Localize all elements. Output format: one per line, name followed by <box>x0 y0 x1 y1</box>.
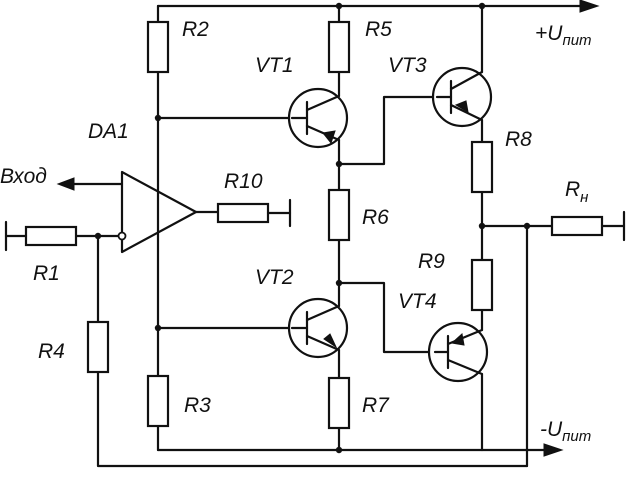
negative-rail-arrow-icon <box>543 443 564 457</box>
emitter-arrow-icon <box>450 333 465 346</box>
feedback-bottom-wire <box>96 370 529 468</box>
junction-dot <box>335 2 343 10</box>
left-arrow-icon <box>56 177 75 191</box>
resistor-rn <box>550 215 604 237</box>
positive-supply-rail <box>156 0 600 13</box>
label-vminus: -Uпит <box>540 418 591 445</box>
label-r9: R9 <box>418 250 445 273</box>
label-rn-sub: н <box>580 189 588 206</box>
label-vt4: VT4 <box>398 290 437 313</box>
label-da1: DA1 <box>88 120 129 143</box>
label-r4: R4 <box>38 340 65 363</box>
resistor-r4 <box>86 320 110 374</box>
resistor-r6 <box>327 188 351 242</box>
transistor-vt4 <box>427 321 489 383</box>
resistor-r3 <box>146 374 170 428</box>
label-r1: R1 <box>33 262 60 285</box>
label-r6: R6 <box>362 206 389 229</box>
transistor-vt2 <box>287 297 349 359</box>
vt3-drive-wire <box>337 95 439 166</box>
label-vminus-prefix: -U <box>540 418 563 441</box>
label-r5: R5 <box>365 18 392 41</box>
positive-rail-arrow-icon <box>579 0 600 13</box>
resistor-r2 <box>146 20 170 74</box>
resistor-r1 <box>24 225 78 247</box>
resistor-r10 <box>216 202 270 224</box>
junction-dot <box>154 114 162 122</box>
label-vt1: VT1 <box>255 54 294 77</box>
label-r8: R8 <box>505 128 532 151</box>
label-rn: Rн <box>565 178 588 206</box>
label-vplus: +Uпит <box>535 22 592 49</box>
label-vplus-sub: пит <box>562 32 591 49</box>
junction-dot <box>335 446 343 454</box>
resistor-r7 <box>327 376 351 430</box>
label-r10: R10 <box>224 170 263 193</box>
vt4-drive-wire <box>337 281 437 354</box>
negative-supply-rail <box>156 443 564 457</box>
junction-dot <box>478 2 486 10</box>
transistor-vt1 <box>287 87 349 149</box>
junction-dot <box>154 324 162 332</box>
resistor-r5 <box>327 20 351 74</box>
label-rn-main: R <box>565 178 580 201</box>
emitter-arrow-icon <box>454 100 469 113</box>
label-r2: R2 <box>182 18 209 41</box>
label-r7: R7 <box>362 394 390 417</box>
emitter-arrow-icon <box>322 130 336 145</box>
label-vt3: VT3 <box>388 54 427 77</box>
label-r3: R3 <box>184 394 211 417</box>
resistor-r8 <box>470 140 494 194</box>
emitter-arrow-icon <box>323 333 338 349</box>
transistor-vt3 <box>431 66 493 128</box>
label-vplus-prefix: +U <box>535 22 563 45</box>
label-vt2: VT2 <box>255 266 294 289</box>
resistor-r9 <box>470 258 494 312</box>
label-output: Вход <box>0 165 47 188</box>
opamp-da1 <box>120 170 198 254</box>
inverting-input-icon <box>117 231 127 241</box>
label-vminus-sub: пит <box>562 428 591 445</box>
